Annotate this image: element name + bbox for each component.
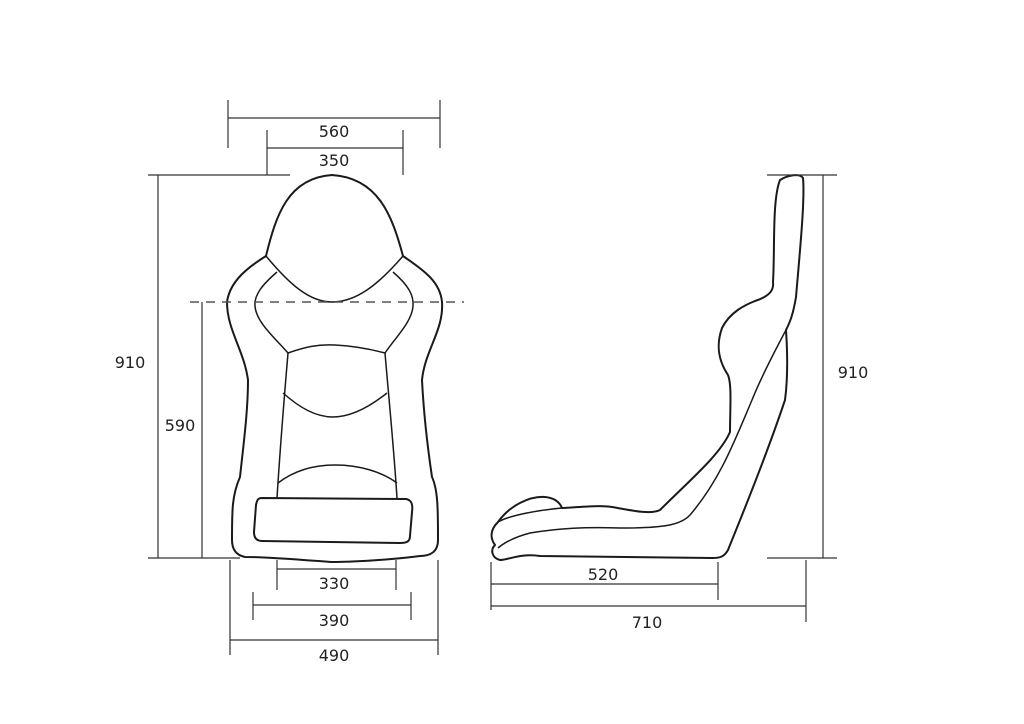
dim-label-350: 350 <box>319 151 350 170</box>
dim-label-910-front: 910 <box>115 353 146 372</box>
lumbar-top-seam <box>287 344 386 354</box>
seat-arc-seam <box>277 464 398 484</box>
front-outer-outline <box>226 174 444 563</box>
dim-label-710: 710 <box>632 613 663 632</box>
dim-label-910-side: 910 <box>838 363 869 382</box>
dim-label-390: 390 <box>319 611 350 630</box>
front-cushion <box>253 497 414 544</box>
side-view-seat <box>490 174 805 561</box>
dim-label-590: 590 <box>165 416 196 435</box>
lumbar-bottom-seam <box>282 392 388 418</box>
side-inner-seam <box>497 329 787 549</box>
dim-label-330: 330 <box>319 574 350 593</box>
dim-label-490: 490 <box>319 646 350 665</box>
front-dimensions: 560 350 910 590 330 390 490 <box>115 100 464 665</box>
side-dimensions: 910 520 710 <box>490 174 869 632</box>
dim-label-560: 560 <box>319 122 350 141</box>
headrest-bottom-seam <box>265 255 404 303</box>
right-bolster-seam <box>384 271 414 354</box>
center-left-seam <box>276 352 289 499</box>
side-seat-front-roll <box>497 507 563 523</box>
dim-label-520: 520 <box>588 565 619 584</box>
left-bolster-seam <box>254 271 289 354</box>
front-view-seat <box>226 174 444 563</box>
side-outer-outline <box>490 174 805 561</box>
